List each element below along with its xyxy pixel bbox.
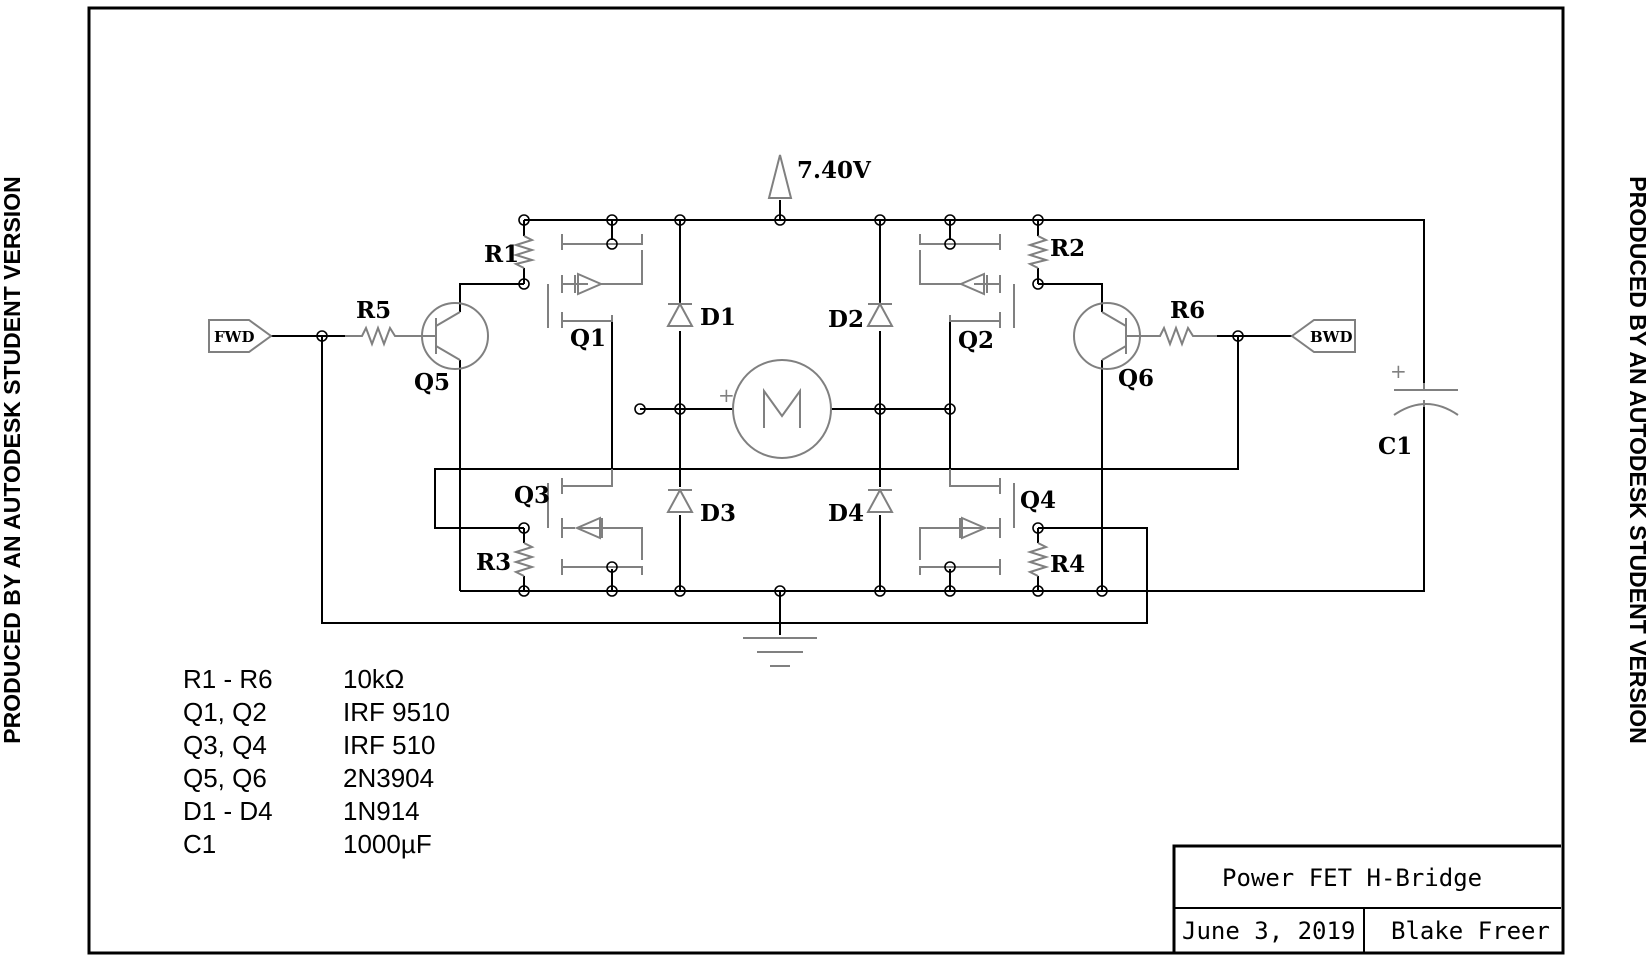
supply-symbol xyxy=(767,154,793,199)
label-Q3: Q3 xyxy=(514,482,550,509)
diode-D2 xyxy=(866,301,894,331)
bom-ref: Q1, Q2 xyxy=(183,697,267,727)
label-R4: R4 xyxy=(1050,551,1085,578)
label-Q1: Q1 xyxy=(570,325,606,352)
bom-ref: Q3, Q4 xyxy=(183,730,267,760)
bom-ref: R1 - R6 xyxy=(183,664,273,694)
supply-label: 7.40V xyxy=(797,157,872,184)
ground-symbol xyxy=(743,637,817,667)
resistor-R2 xyxy=(1026,235,1050,269)
resistor-R3 xyxy=(512,542,536,577)
bom-value: 1N914 xyxy=(343,796,420,826)
label-R5: R5 xyxy=(356,297,391,324)
motor-polarity: + xyxy=(718,383,735,407)
diode-D1 xyxy=(666,301,694,331)
port-fwd-label: FWD xyxy=(214,328,255,346)
capacitor-C1 xyxy=(1393,383,1459,416)
bom-value: 1000µF xyxy=(343,829,432,859)
diode-D4 xyxy=(866,487,894,515)
label-R1: R1 xyxy=(484,241,519,268)
resistor-R1 xyxy=(512,235,536,269)
title-block xyxy=(1172,844,1561,953)
bom-value: IRF 510 xyxy=(343,730,436,760)
sheet-border xyxy=(87,6,1565,955)
transistor-Q2 xyxy=(919,234,1015,328)
label-Q4: Q4 xyxy=(1020,487,1056,514)
label-Q6: Q6 xyxy=(1118,365,1154,392)
label-D1: D1 xyxy=(700,304,736,331)
port-bwd-label: BWD xyxy=(1310,328,1353,346)
wiring xyxy=(271,200,1425,635)
transistor-Q1 xyxy=(547,234,643,328)
label-R3: R3 xyxy=(476,549,511,576)
drawing-date: June 3, 2019 xyxy=(1182,917,1355,945)
capacitor-polarity: + xyxy=(1390,359,1407,383)
bom-value: 2N3904 xyxy=(343,763,434,793)
label-R2: R2 xyxy=(1050,235,1085,262)
drawing-author: Blake Freer xyxy=(1391,917,1550,945)
bom-ref: C1 xyxy=(183,829,216,859)
transistor-Q3 xyxy=(547,469,643,575)
bom-value: IRF 9510 xyxy=(343,697,450,727)
port-fwd xyxy=(208,319,273,353)
label-D2: D2 xyxy=(828,306,864,333)
label-R6: R6 xyxy=(1170,297,1205,324)
watermark-right: PRODUCED BY AN AUTODESK STUDENT VERSION xyxy=(1625,176,1650,743)
motor-symbol xyxy=(732,359,832,459)
label-Q2: Q2 xyxy=(958,327,994,354)
port-bwd xyxy=(1290,319,1356,353)
drawing-title: Power FET H-Bridge xyxy=(1222,864,1482,892)
transistor-Q4 xyxy=(919,469,1015,575)
label-Q5: Q5 xyxy=(414,369,450,396)
diode-D3 xyxy=(666,487,694,515)
watermark-left: PRODUCED BY AN AUTODESK STUDENT VERSION xyxy=(0,176,25,743)
resistor-R4 xyxy=(1026,542,1050,577)
bom-value: 10kΩ xyxy=(343,664,404,694)
transistor-Q6 xyxy=(1073,302,1141,370)
bill-of-materials: R1 - R6 10kΩ Q1, Q2 IRF 9510 Q3, Q4 IRF … xyxy=(183,664,450,859)
resistor-R6 xyxy=(1136,325,1217,347)
resistor-R5 xyxy=(345,325,420,347)
transistor-Q5 xyxy=(420,302,489,370)
label-D4: D4 xyxy=(828,500,864,527)
bom-ref: Q5, Q6 xyxy=(183,763,267,793)
junction-nodes xyxy=(316,214,1244,597)
bom-ref: D1 - D4 xyxy=(183,796,273,826)
label-D3: D3 xyxy=(700,500,736,527)
label-C1: C1 xyxy=(1378,433,1412,460)
